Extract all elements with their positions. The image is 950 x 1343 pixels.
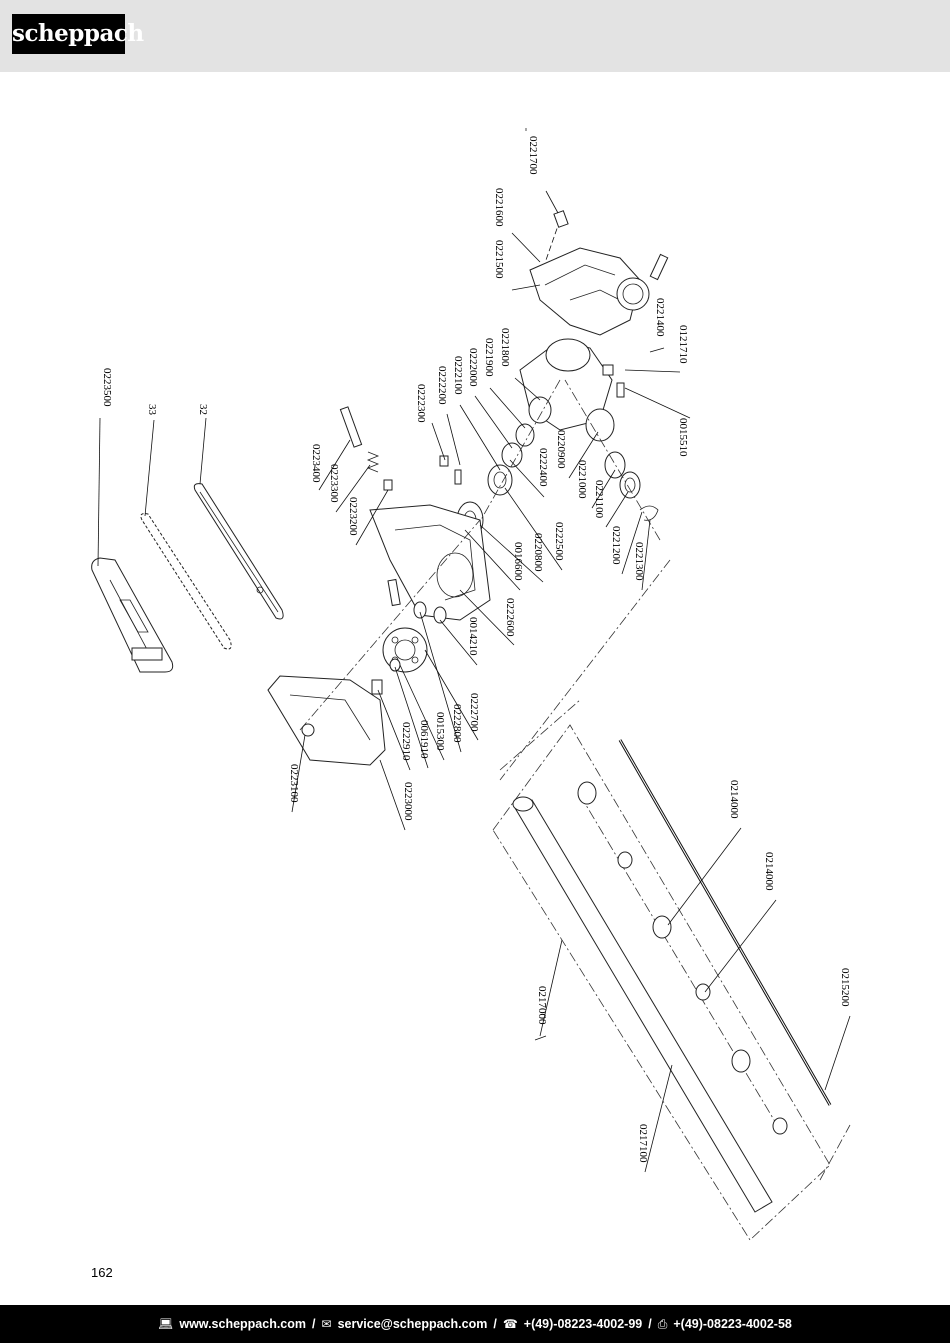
part-labels: 0221700 0221600 0221500 0221400 0121710 …: [101, 136, 851, 1163]
tube-assembly: [492, 699, 851, 1241]
part-label-0221800: 0221800: [499, 328, 511, 367]
phone-number: +(49)-08223-4002-99: [523, 1317, 643, 1331]
part-label-0221100: 0221100: [593, 480, 605, 519]
part-label-0223500: 0223500: [101, 368, 113, 407]
part-label-0217000: 0217000: [536, 986, 548, 1025]
telephone-icon: ☎: [502, 1317, 518, 1331]
part-label-0222800: 0222800: [451, 704, 463, 743]
separator: /: [648, 1317, 652, 1331]
part-label-0214000-b: 0214000: [763, 852, 775, 891]
part-label-0222300: 0222300: [415, 384, 427, 423]
part-label-0121710: 0121710: [677, 325, 689, 364]
part-label-0222700: 0222700: [468, 693, 480, 732]
contact-footer: 💻︎ www.scheppach.com / ✉ service@scheppa…: [0, 1305, 950, 1343]
email-link[interactable]: service@scheppach.com: [337, 1317, 488, 1331]
part-label-0221600: 0221600: [493, 188, 505, 227]
leader-lines: [97, 190, 851, 1173]
website-link[interactable]: www.scheppach.com: [179, 1317, 307, 1331]
part-label-0217100: 0217100: [637, 1124, 649, 1163]
part-label-0015510: 0015510: [677, 418, 689, 457]
part-label-0222910: 0222910: [400, 722, 412, 761]
part-label-0223300: 0223300: [328, 464, 340, 503]
part-label-0223000: 0223000: [402, 782, 414, 821]
part-label-0221700: 0221700: [527, 136, 539, 175]
part-label-33: 33: [146, 404, 158, 416]
part-label-0015300: 0015300: [434, 712, 446, 751]
part-label-0222400: 0222400: [537, 448, 549, 487]
gear-head-assembly: [267, 128, 671, 781]
part-label-0221200: 0221200: [610, 526, 622, 565]
part-label-0214000-a: 0214000: [728, 780, 740, 819]
part-label-0222200: 0222200: [436, 366, 448, 405]
exploded-parts-diagram: 0221700 0221600 0221500 0221400 0121710 …: [91, 128, 851, 1241]
scheppach-logo: scheppach: [12, 14, 144, 54]
part-label-0222100: 0222100: [452, 356, 464, 395]
part-label-0221400: 0221400: [654, 298, 666, 337]
part-label-0222600: 0222600: [504, 598, 516, 637]
part-label-0220900: 0220900: [555, 430, 567, 469]
part-label-0016600: 0016600: [512, 542, 524, 581]
part-label-0223400: 0223400: [310, 444, 322, 483]
fax-number: +(49)-08223-4002-58: [673, 1317, 792, 1331]
header-bar: scheppach: [0, 0, 950, 72]
part-label-0221300: 0221300: [633, 542, 645, 581]
part-label-0221000: 0221000: [576, 460, 588, 499]
computer-icon: 💻︎: [158, 1317, 174, 1331]
part-label-0061910: 0061910: [418, 720, 430, 759]
separator: /: [312, 1317, 316, 1331]
part-label-0215200: 0215200: [839, 968, 851, 1007]
part-label-0220800: 0220800: [532, 533, 544, 572]
chain-bar-guard-group: [91, 483, 284, 673]
fax-icon: ⎙: [657, 1316, 668, 1331]
envelope-icon: ✉: [321, 1317, 332, 1331]
part-label-0223200: 0223200: [347, 497, 359, 536]
part-label-0222000: 0222000: [467, 348, 479, 387]
part-label-0221500: 0221500: [493, 240, 505, 279]
part-label-0223100: 0223100: [288, 764, 300, 803]
part-label-32: 32: [197, 404, 209, 415]
part-label-0222500: 0222500: [553, 522, 565, 561]
part-label-0014210: 0014210: [467, 617, 479, 656]
separator: /: [493, 1317, 497, 1331]
page-number: 162: [91, 1265, 113, 1280]
part-label-0221900: 0221900: [483, 338, 495, 377]
